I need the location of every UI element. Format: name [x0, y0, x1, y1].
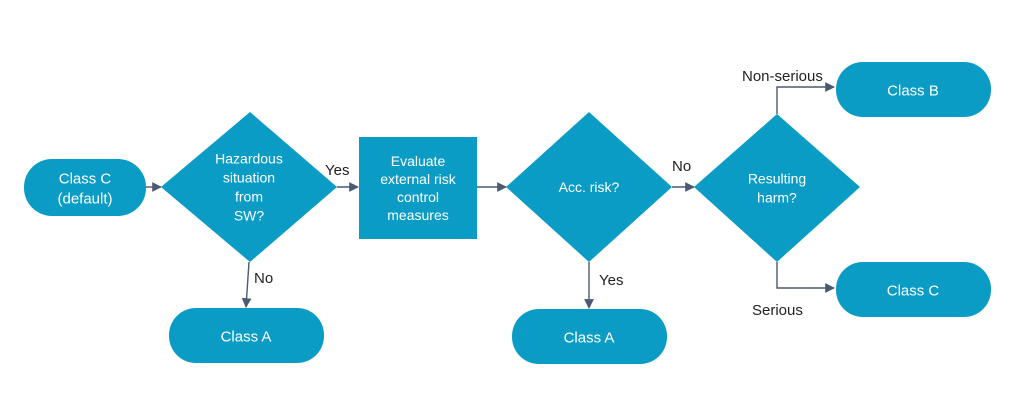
label-hazard-no: No: [254, 270, 273, 287]
node-label-line: Class B: [887, 82, 939, 99]
evaluate-node: Evaluate external risk control measures: [359, 137, 477, 239]
node-label-line: Class C: [887, 282, 940, 299]
node-label-line: situation: [223, 169, 275, 185]
node-label-line: Resulting: [748, 170, 806, 186]
node-label-line: Hazardous: [215, 150, 283, 166]
node-label-line: Evaluate: [391, 153, 446, 169]
label-risk-yes: Yes: [599, 272, 623, 289]
label-harm-serious: Serious: [752, 302, 803, 319]
node-label-line: Class A: [564, 329, 615, 346]
edge-labels: Yes No No Yes Non-serious Serious: [254, 68, 823, 319]
node-label: Class C: [887, 282, 940, 299]
edge-harm-serious: [776, 262, 835, 293]
node-label-line: external risk: [380, 171, 456, 187]
edge-harm-nonserious: [776, 82, 835, 114]
node-label: Acc. risk?: [559, 179, 620, 195]
edge-hazard-no: [241, 261, 252, 308]
label-harm-nonserious: Non-serious: [742, 68, 823, 85]
label-risk-no: No: [672, 158, 691, 175]
node-label-line: (default): [57, 190, 112, 207]
node-label: Class A: [221, 328, 272, 345]
node-label-line: Class C: [59, 170, 112, 187]
start-node: Class C (default): [24, 159, 146, 216]
node-label-line: measures: [387, 207, 448, 223]
node-label-line: Acc. risk?: [559, 179, 620, 195]
label-hazard-yes: Yes: [325, 162, 349, 179]
node-label-line: control: [397, 189, 439, 205]
class-a-left-node: Class A: [169, 308, 324, 363]
node-label-line: from: [235, 188, 263, 204]
node-label-line: SW?: [234, 207, 265, 223]
class-b-node: Class B: [836, 62, 991, 117]
node-label: Class A: [564, 329, 615, 346]
risk-decision-node: Acc. risk?: [506, 112, 672, 262]
class-a-mid-node: Class A: [512, 309, 667, 364]
node-label: Class C (default): [57, 170, 112, 207]
node-label: Evaluate external risk control measures: [380, 153, 456, 223]
class-c-end-node: Class C: [836, 262, 991, 317]
node-label-line: Class A: [221, 328, 272, 345]
node-label-line: harm?: [757, 189, 797, 205]
connectors: [146, 82, 835, 309]
node-label: Resulting harm?: [748, 170, 806, 205]
harm-decision-node: Resulting harm?: [694, 114, 860, 262]
node-label: Class B: [887, 82, 939, 99]
